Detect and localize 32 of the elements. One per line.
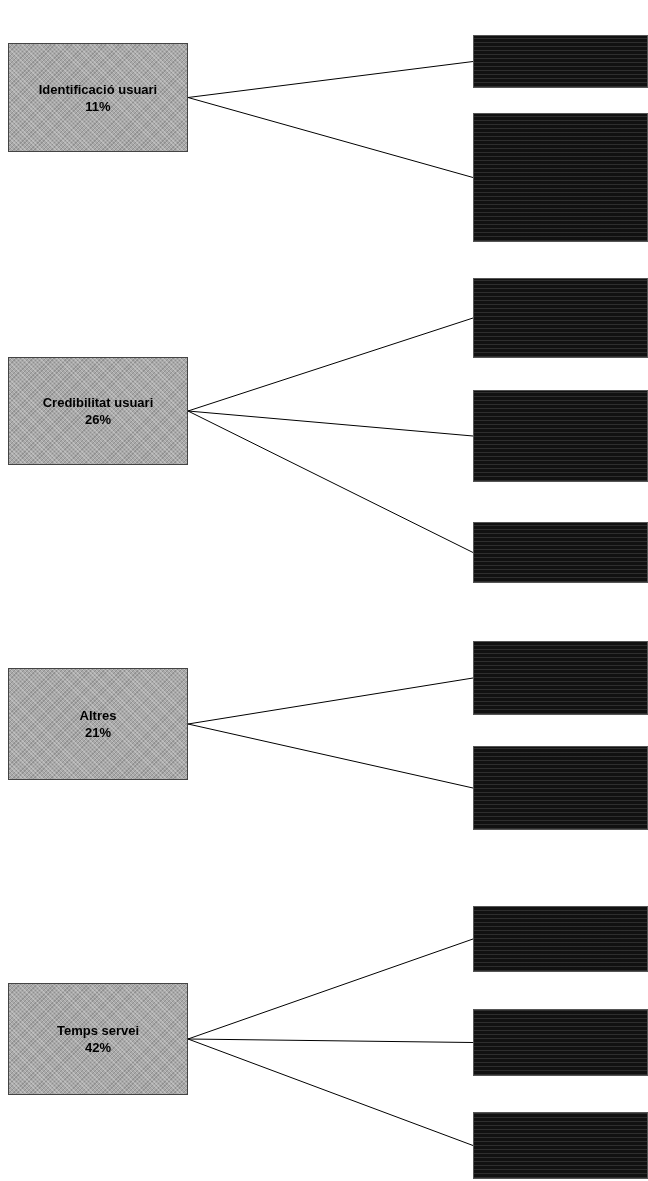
dark-box	[473, 113, 648, 242]
category-box	[8, 668, 188, 780]
box-text: Identificació usuari	[38, 80, 158, 98]
dark-box	[473, 1009, 648, 1076]
box-text: 21%	[85, 724, 111, 741]
connector-line	[187, 677, 474, 725]
box-text: 42%	[85, 1039, 111, 1056]
box-text: Altres	[79, 707, 117, 724]
connector-line	[187, 723, 474, 789]
box-text: 26%	[85, 411, 111, 428]
connector-line	[187, 410, 474, 553]
dark-box	[473, 906, 648, 972]
connector-line	[187, 61, 474, 98]
connector-line	[187, 1038, 474, 1146]
connector-line	[187, 938, 474, 1040]
dark-box	[473, 522, 648, 583]
category-box	[8, 43, 188, 152]
dark-box	[473, 35, 648, 88]
dark-box	[473, 641, 648, 715]
dark-box	[473, 278, 648, 358]
connector-line	[187, 317, 474, 412]
dark-box	[473, 390, 648, 482]
dark-box	[473, 746, 648, 830]
box-text: Credibilitat usuari	[42, 394, 154, 411]
connector-line	[187, 97, 474, 178]
connector-line	[187, 410, 474, 437]
box-text: Temps servei	[56, 1022, 140, 1039]
category-box	[8, 983, 188, 1095]
box-text: 11%	[85, 97, 111, 115]
category-box	[8, 357, 188, 465]
connector-line	[187, 1038, 474, 1043]
dark-box	[473, 1112, 648, 1179]
